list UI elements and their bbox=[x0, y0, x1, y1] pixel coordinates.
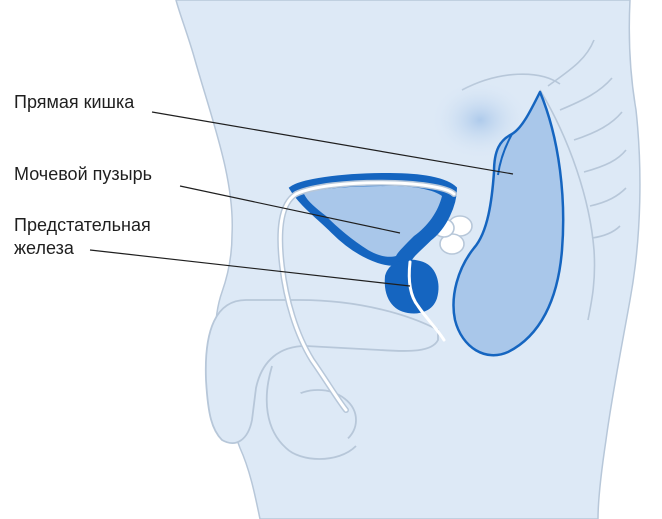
label-bladder: Мочевой пузырь bbox=[14, 163, 152, 186]
label-rectum: Прямая кишка bbox=[14, 91, 134, 114]
label-prostate-line2: железа bbox=[14, 237, 151, 260]
label-prostate: Предстательная железа bbox=[14, 214, 151, 260]
label-prostate-line1: Предстательная bbox=[14, 214, 151, 237]
